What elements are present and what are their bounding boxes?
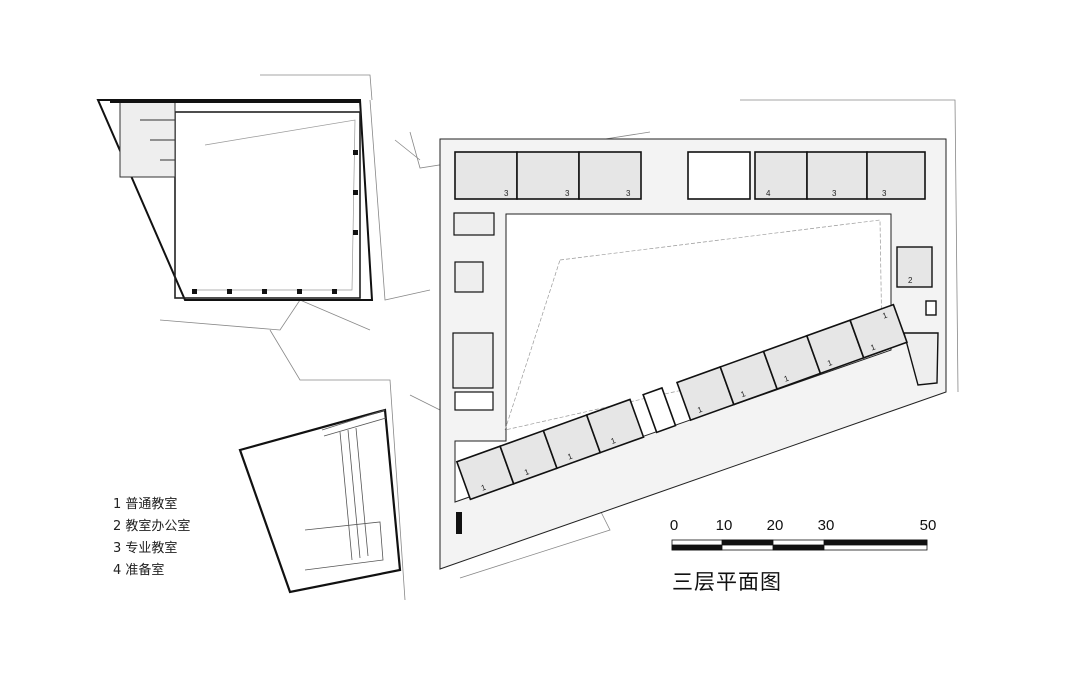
scale-tick: 0	[669, 517, 679, 534]
svg-text:3: 3	[882, 189, 887, 198]
room-label: 2	[908, 276, 913, 285]
stair-mark	[456, 512, 462, 534]
legend-item: 3 专业教室	[113, 541, 178, 556]
legend: 1 普通教室 2 教室办公室 3 专业教室 4 准备室	[113, 494, 190, 582]
svg-text:3: 3	[832, 189, 837, 198]
scale-tick: 20	[766, 517, 784, 534]
svg-text:1: 1	[610, 436, 618, 446]
top-wing-rooms	[454, 151, 926, 200]
svg-text:1: 1	[480, 483, 488, 493]
svg-text:1: 1	[881, 310, 889, 320]
top-wing-room-labels: 3 3 3 4 3 3	[504, 189, 887, 198]
svg-text:1: 1	[783, 374, 791, 384]
scale-tick: 30	[817, 517, 835, 534]
svg-text:3: 3	[565, 189, 570, 198]
southwest-hall	[238, 408, 402, 594]
svg-text:1: 1	[869, 342, 877, 352]
northwest-block	[96, 99, 374, 301]
west-wing-cores	[452, 212, 495, 411]
svg-text:1: 1	[826, 358, 834, 368]
south-wing-rooms: 1 1 1 1 1 1 1 1 1 1	[455, 303, 908, 501]
svg-text:1: 1	[740, 389, 748, 399]
legend-item: 4 准备室	[113, 563, 165, 578]
svg-text:3: 3	[504, 189, 509, 198]
svg-text:1: 1	[566, 451, 574, 461]
legend-item: 1 普通教室	[113, 497, 178, 512]
scale-tick: 50	[919, 517, 937, 534]
plan-title: 三层平面图	[672, 570, 782, 594]
scale-tick: 10	[715, 517, 733, 534]
site-outline	[159, 74, 959, 601]
east-wing-rooms	[896, 246, 939, 386]
svg-text:1: 1	[696, 405, 704, 415]
scale-bar	[671, 539, 928, 551]
svg-text:4: 4	[766, 189, 771, 198]
legend-item: 2 教室办公室	[113, 519, 191, 534]
svg-text:1: 1	[523, 467, 531, 477]
svg-text:3: 3	[626, 189, 631, 198]
